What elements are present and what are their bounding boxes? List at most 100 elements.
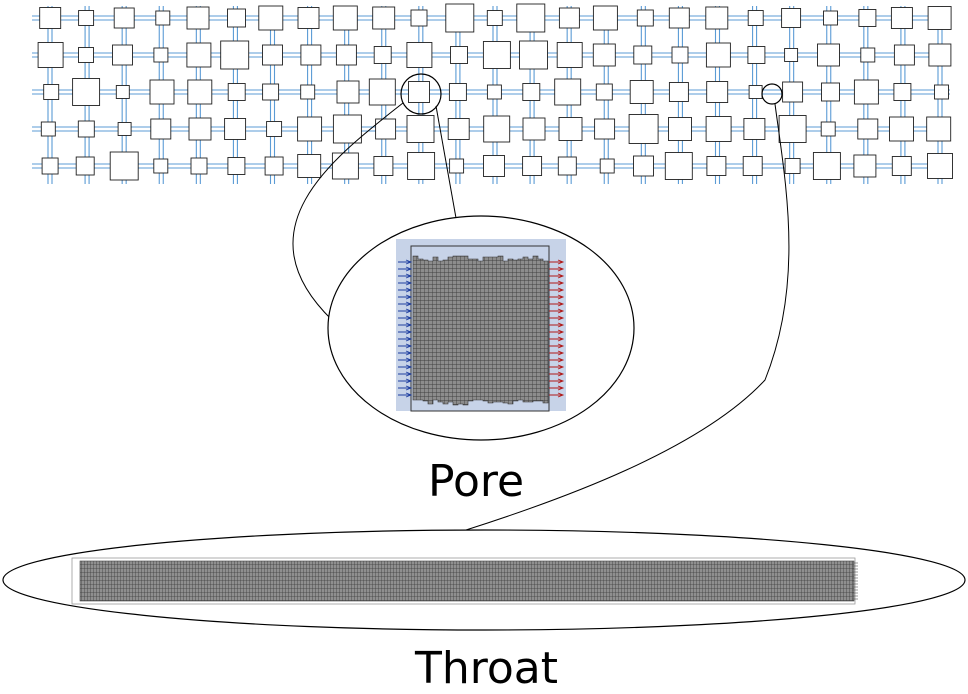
outlet-arrow xyxy=(549,371,565,377)
pore-connector-line xyxy=(292,102,404,321)
pore-square xyxy=(858,9,877,27)
pore-square xyxy=(668,82,689,102)
inlet-arrow xyxy=(398,336,413,342)
pore-square xyxy=(187,79,213,105)
outlet-arrow xyxy=(549,266,565,272)
pore-square xyxy=(266,121,283,137)
pore-square xyxy=(77,120,95,138)
pore-square xyxy=(149,79,175,105)
pore-square xyxy=(332,114,362,144)
inlet-arrow xyxy=(398,364,413,370)
pore-square xyxy=(633,155,654,177)
inlet-arrow xyxy=(398,371,413,377)
throat-mesh xyxy=(79,560,855,602)
inlet-arrow xyxy=(398,301,413,307)
pore-square xyxy=(406,115,435,143)
pore-square xyxy=(558,7,580,29)
pore-square xyxy=(743,118,766,140)
pore-square xyxy=(633,45,653,65)
inlet-arrow xyxy=(398,385,413,391)
pore-square xyxy=(447,118,470,140)
pore-square xyxy=(445,3,475,33)
inlet-arrow xyxy=(398,343,413,349)
pore-mesh-panel xyxy=(396,239,566,412)
pore-square xyxy=(227,83,246,101)
pore-square xyxy=(150,118,172,140)
pore-square xyxy=(522,156,543,176)
pore-square xyxy=(43,84,60,100)
pore-square xyxy=(853,79,879,105)
pore-square xyxy=(556,42,583,68)
outlet-arrow xyxy=(549,315,565,321)
pore-square xyxy=(264,156,284,176)
pore-square xyxy=(893,44,915,66)
pore-square xyxy=(297,154,322,178)
inlet-arrow xyxy=(398,287,413,293)
pore-square xyxy=(636,9,654,27)
pore-square xyxy=(671,46,689,64)
pore-square xyxy=(336,80,360,104)
pore-square xyxy=(190,157,208,175)
pore-square xyxy=(629,80,654,104)
pore-square xyxy=(153,47,169,63)
pore-square xyxy=(857,118,879,140)
pore-square xyxy=(747,10,764,26)
pore-square xyxy=(368,78,396,106)
pore-square xyxy=(78,47,94,63)
throat-connector-line xyxy=(465,103,790,531)
pore-square xyxy=(705,6,729,30)
outlet-arrow xyxy=(549,259,565,265)
inlet-arrow xyxy=(398,322,413,328)
pore-highlight-circle xyxy=(400,73,442,115)
outlet-arrow xyxy=(549,273,565,279)
pore-square xyxy=(890,7,913,29)
outlet-arrow xyxy=(549,392,565,398)
outlet-arrow xyxy=(549,364,565,370)
pore-square xyxy=(449,158,465,174)
pore-square xyxy=(112,44,133,66)
pore-square xyxy=(262,44,283,66)
pore-square xyxy=(75,156,95,176)
pore-square xyxy=(486,84,502,100)
pore-square xyxy=(891,156,912,176)
throat-label: Throat xyxy=(415,643,559,694)
pore-square xyxy=(628,114,659,144)
pore-square xyxy=(335,44,357,66)
pore-square xyxy=(410,9,428,27)
outlet-arrow xyxy=(549,280,565,286)
pore-square xyxy=(186,6,210,30)
outlet-arrow xyxy=(549,308,565,314)
pore-square xyxy=(592,43,616,67)
pore-square xyxy=(853,154,877,178)
pore-square xyxy=(155,10,171,26)
pore-square xyxy=(72,78,101,106)
pore-square xyxy=(812,152,841,180)
outlet-arrow xyxy=(549,287,565,293)
pore-square xyxy=(109,151,139,181)
pore-square xyxy=(39,7,62,29)
pore-square xyxy=(448,83,467,101)
pore-square xyxy=(37,42,64,68)
pore-square xyxy=(224,118,247,140)
outlet-arrow xyxy=(549,357,565,363)
pore-square xyxy=(332,5,358,31)
pore-square xyxy=(706,81,729,103)
pore-square xyxy=(522,83,541,101)
pore-square xyxy=(300,84,316,100)
outlet-arrow xyxy=(549,385,565,391)
pore-square xyxy=(782,81,804,103)
pore-square xyxy=(558,117,583,141)
pore-square xyxy=(748,85,763,99)
pore-square xyxy=(928,43,952,67)
pore-square xyxy=(554,78,582,106)
outlet-arrows xyxy=(549,259,565,398)
pore-square xyxy=(706,156,727,176)
pore-square xyxy=(747,46,766,64)
pore-connector-line-right xyxy=(435,105,457,219)
pore-square xyxy=(781,8,802,28)
pore-square xyxy=(220,40,250,70)
inlet-arrow xyxy=(398,259,413,265)
throat-mesh-edge xyxy=(852,562,858,600)
pore-square xyxy=(258,5,284,31)
